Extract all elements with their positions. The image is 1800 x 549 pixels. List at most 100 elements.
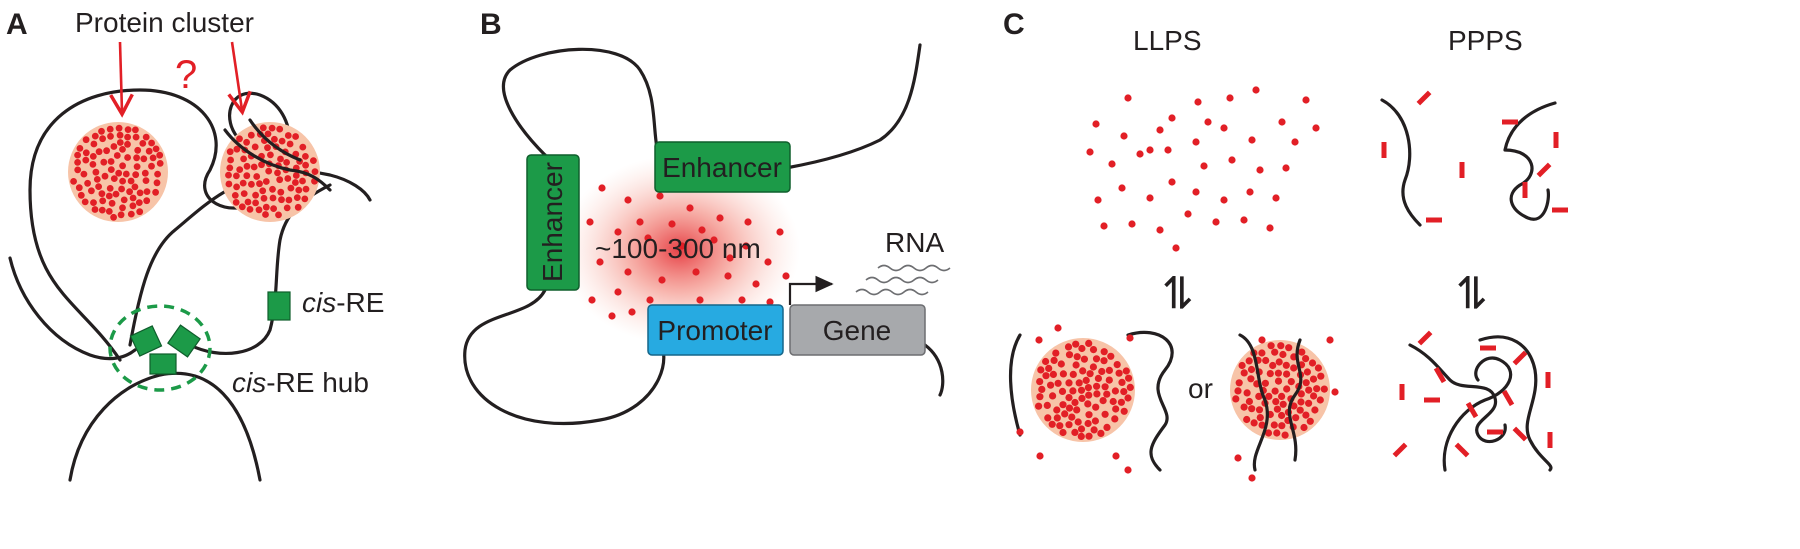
protein-dot <box>233 183 241 191</box>
red-arrow-left <box>109 41 134 118</box>
protein-dot <box>596 258 604 266</box>
protein-dot <box>1156 226 1164 234</box>
protein-dot <box>252 191 259 199</box>
protein-dot <box>1117 398 1125 406</box>
protein-dot <box>1331 388 1339 396</box>
protein-dot <box>106 185 114 192</box>
protein-bar <box>1392 442 1408 458</box>
protein-dot <box>1274 377 1283 385</box>
protein-dot <box>1124 94 1132 102</box>
protein-dot <box>1036 378 1044 386</box>
protein-dot <box>302 161 309 169</box>
protein-dot <box>1269 361 1277 370</box>
protein-dot <box>1278 392 1286 400</box>
protein-dot <box>240 155 248 163</box>
protein-dot <box>1296 406 1304 414</box>
protein-dot <box>1234 387 1242 395</box>
protein-dot <box>127 210 135 218</box>
protein-dot <box>1290 364 1298 372</box>
transcription-start-arrow <box>788 275 834 305</box>
protein-dot <box>1277 342 1285 350</box>
protein-dot <box>1093 390 1101 398</box>
protein-dot <box>1072 361 1080 369</box>
llps-chromatin-right-1 <box>1238 333 1269 472</box>
protein-dot <box>227 156 235 164</box>
protein-dot <box>624 196 632 204</box>
cis-re-element-3 <box>149 353 177 375</box>
panel-c: C LLPS PPPS ⇌ ⇌ or <box>1003 8 1568 482</box>
protein-dot <box>276 125 284 133</box>
protein-dot <box>1120 407 1128 415</box>
protein-dot <box>1172 244 1180 252</box>
protein-dot <box>292 179 299 186</box>
protein-dot <box>1078 394 1086 402</box>
protein-dot <box>1092 355 1101 363</box>
protein-dot <box>226 148 234 156</box>
protein-dot <box>286 140 294 148</box>
protein-dot <box>1302 355 1310 363</box>
protein-dot <box>142 177 150 185</box>
protein-dot <box>686 204 694 212</box>
protein-dot <box>145 147 153 155</box>
protein-dot <box>233 172 240 180</box>
protein-dot <box>233 145 241 153</box>
protein-dot <box>1314 364 1322 372</box>
protein-dot <box>628 308 636 316</box>
protein-dot <box>95 148 103 156</box>
protein-dot <box>1228 156 1236 164</box>
protein-dot <box>284 175 292 182</box>
protein-dot <box>135 199 143 207</box>
protein-dot <box>278 137 286 145</box>
protein-dot <box>271 135 278 143</box>
protein-dot <box>258 161 265 169</box>
protein-dot <box>1089 363 1097 371</box>
protein-dot <box>1042 372 1050 380</box>
protein-dot <box>598 184 606 192</box>
protein-bar <box>1399 384 1405 400</box>
protein-dot <box>782 272 790 280</box>
protein-dot <box>658 276 666 284</box>
llps-chromatin-left-1 <box>1008 333 1022 437</box>
protein-dot <box>1306 417 1314 425</box>
protein-bar <box>1459 162 1465 178</box>
protein-dot <box>698 226 706 234</box>
protein-dot <box>1065 421 1073 429</box>
protein-dot <box>259 187 267 195</box>
protein-dot <box>131 183 139 191</box>
protein-dot <box>1124 466 1132 474</box>
protein-dot <box>274 169 281 177</box>
protein-dot <box>133 163 141 171</box>
protein-dot <box>1279 400 1287 408</box>
protein-dot <box>1105 366 1113 374</box>
protein-dot <box>285 196 293 204</box>
protein-dot <box>262 203 270 211</box>
chromatin-fiber-over-cluster <box>223 128 332 192</box>
protein-dot <box>646 296 654 304</box>
protein-dot <box>1128 220 1136 228</box>
protein-dot <box>129 194 137 202</box>
protein-dot <box>1036 393 1044 401</box>
protein-dot <box>614 228 622 236</box>
protein-dot <box>1273 405 1281 413</box>
protein-dot <box>105 208 113 215</box>
protein-bar <box>1424 397 1440 403</box>
protein-dot <box>107 158 115 165</box>
protein-dot <box>1086 370 1094 378</box>
protein-dot <box>1255 392 1263 400</box>
protein-dot <box>252 199 259 207</box>
protein-dot <box>1112 452 1120 460</box>
protein-dot <box>264 130 272 138</box>
protein-dot <box>1192 188 1200 196</box>
cis-re-hub-label: cis-RE hub <box>232 367 369 398</box>
protein-dot <box>1064 343 1073 351</box>
protein-dot <box>1300 423 1308 432</box>
protein-dot <box>152 145 160 153</box>
protein-dot <box>1192 138 1200 146</box>
protein-bar <box>1501 389 1515 407</box>
protein-dot <box>1248 136 1256 144</box>
protein-dot <box>1075 379 1083 387</box>
protein-dot <box>1297 398 1305 406</box>
protein-dot <box>1093 382 1101 390</box>
protein-dot <box>115 169 123 177</box>
protein-dot <box>726 254 734 262</box>
